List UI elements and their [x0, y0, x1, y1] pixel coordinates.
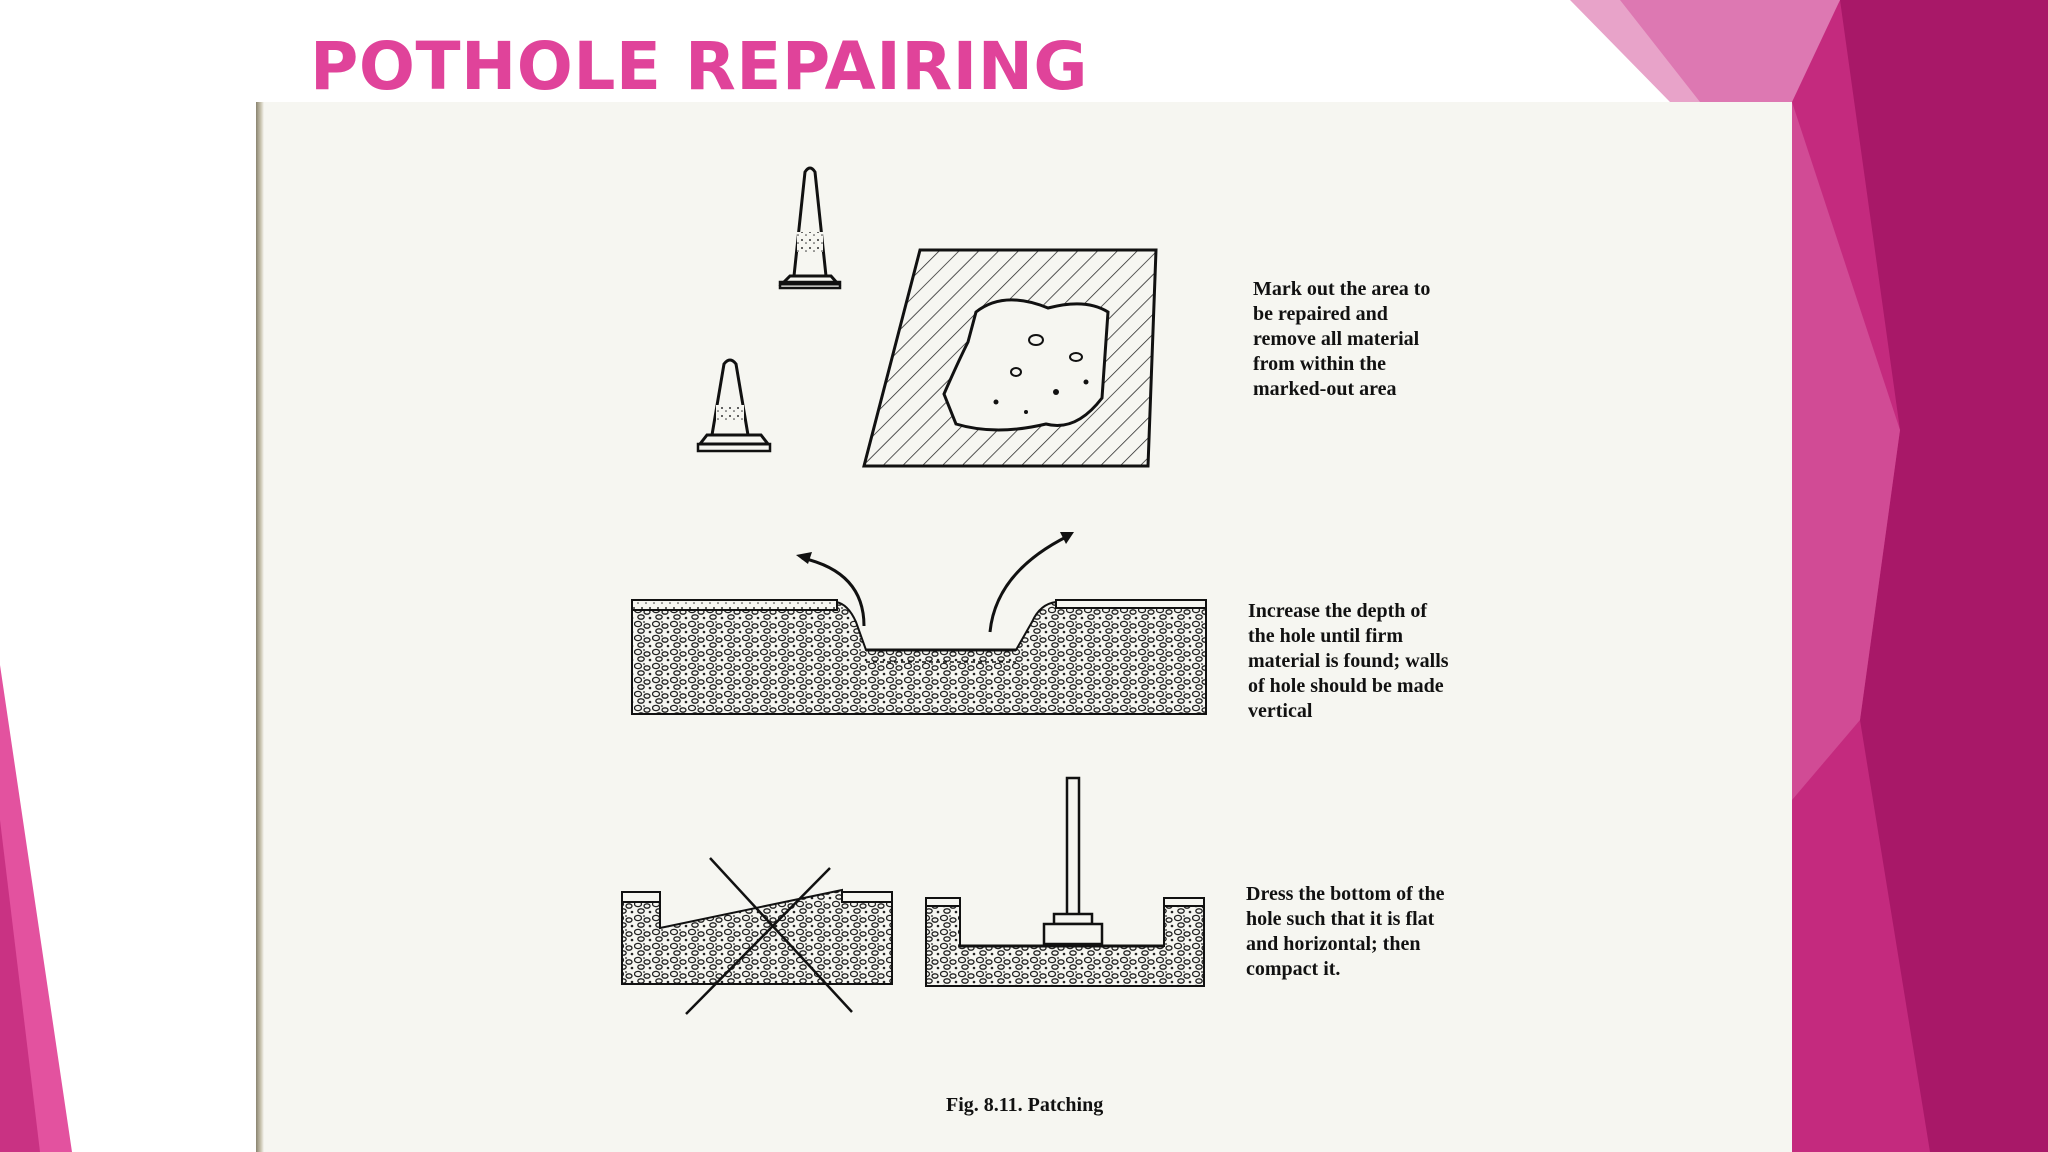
step-3-text: Dress the bottom of the hole such that i…	[1246, 883, 1445, 980]
slide-title: POTHOLE REPAIRING	[310, 28, 1089, 105]
page-binding-edge	[256, 102, 264, 1152]
figure-caption: Fig. 8.11. Patching	[946, 1094, 1104, 1116]
sloped-hole-crossed-out	[621, 857, 893, 1015]
step-1-text: Mark out the area to be repaired and rem…	[1253, 278, 1431, 400]
traffic-cone-icon	[696, 358, 772, 453]
step-2-text: Increase the depth of the hole until fir…	[1248, 600, 1449, 722]
compacted-hole-diagram	[925, 776, 1205, 987]
excavated-hole-diagram	[631, 532, 1207, 715]
scanned-figure: Mark out the area to be repaired and rem…	[256, 102, 1792, 1152]
traffic-cone-icon	[778, 166, 842, 290]
marked-out-area	[862, 248, 1158, 468]
